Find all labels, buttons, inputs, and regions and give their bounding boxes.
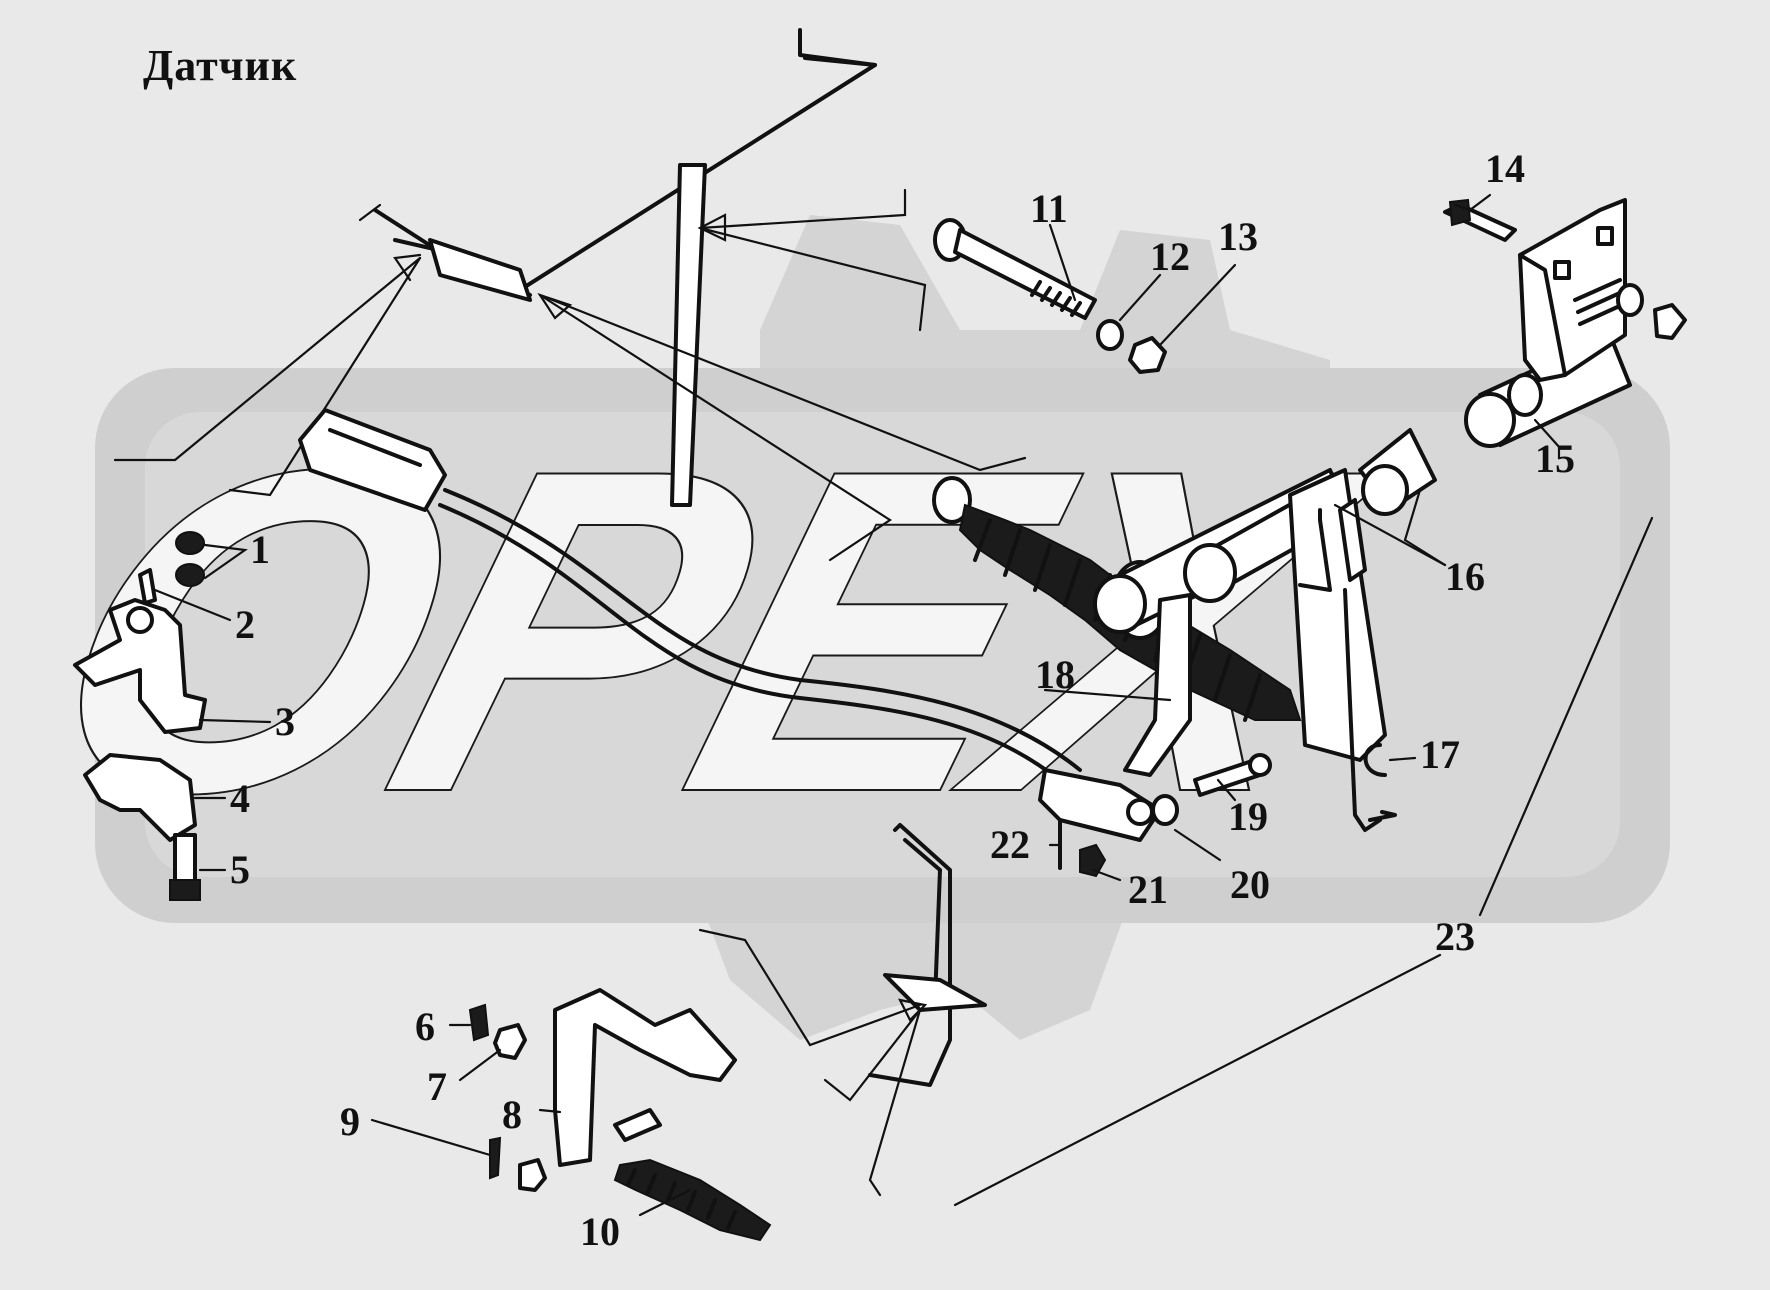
part-15-pivot xyxy=(1464,333,1632,448)
part-14-bracket xyxy=(1443,198,1687,382)
part-13-nut xyxy=(1128,336,1167,374)
bottom-parts xyxy=(468,988,772,1242)
callout-13: 13 xyxy=(1218,214,1258,259)
part-7-nut xyxy=(493,1023,527,1060)
upper-bracket xyxy=(358,28,877,507)
part-12-washer xyxy=(1096,319,1124,351)
callout-21: 21 xyxy=(1128,867,1168,912)
leader-lines xyxy=(153,193,1654,1217)
upper-pointer-lines xyxy=(113,188,1027,562)
part-1-nut-b xyxy=(175,563,205,587)
callout-1: 1 xyxy=(250,527,270,572)
part-17-clip xyxy=(1363,743,1387,777)
callout-14: 14 xyxy=(1485,146,1525,191)
callout-8: 8 xyxy=(502,1092,522,1137)
part-20-washer xyxy=(1151,794,1179,826)
part-2-bolt xyxy=(138,568,157,605)
callout-10: 10 xyxy=(580,1209,620,1254)
callout-labels: 1 2 3 4 5 6 7 8 9 10 11 12 13 14 15 16 1… xyxy=(230,146,1575,1254)
part-11-bolt xyxy=(933,218,1167,374)
part-3-clamp xyxy=(73,598,207,734)
part-21-nut xyxy=(1079,843,1107,878)
long-rod xyxy=(298,408,1162,842)
callout-12: 12 xyxy=(1150,234,1190,279)
part-1-nut-a xyxy=(175,531,205,555)
part-6-bolt xyxy=(468,1003,490,1042)
callout-19: 19 xyxy=(1228,794,1268,839)
callout-4: 4 xyxy=(230,776,250,821)
callout-18: 18 xyxy=(1035,652,1075,697)
callout-6: 6 xyxy=(415,1004,435,1049)
part-16-pin xyxy=(1343,588,1382,832)
callout-17: 17 xyxy=(1420,732,1460,777)
callout-15: 15 xyxy=(1535,436,1575,481)
callout-9: 9 xyxy=(340,1099,360,1144)
part-9-pin xyxy=(489,1136,502,1180)
diagram-title: Датчик xyxy=(143,41,298,90)
callout-2: 2 xyxy=(235,602,255,647)
left-parts xyxy=(73,531,207,901)
part-5-bolt xyxy=(173,833,197,887)
callout-5: 5 xyxy=(230,847,250,892)
tube-assembly xyxy=(1093,428,1437,762)
watermark-gear-bottom xyxy=(700,900,1130,1040)
part-8-bracket xyxy=(553,988,737,1167)
pin-parts xyxy=(1058,753,1272,878)
watermark-text: ОРЕХ xyxy=(0,374,1421,888)
lower-sensor-bracket xyxy=(698,823,987,1197)
callout-7: 7 xyxy=(427,1064,447,1109)
part-4-cushion xyxy=(83,753,197,842)
callout-22: 22 xyxy=(990,822,1030,867)
callout-20: 20 xyxy=(1230,862,1270,907)
callout-16: 16 xyxy=(1445,554,1485,599)
callout-11: 11 xyxy=(1030,186,1068,231)
callout-3: 3 xyxy=(275,699,295,744)
callout-23: 23 xyxy=(1435,914,1475,959)
small-lever-parts xyxy=(1123,498,1397,832)
